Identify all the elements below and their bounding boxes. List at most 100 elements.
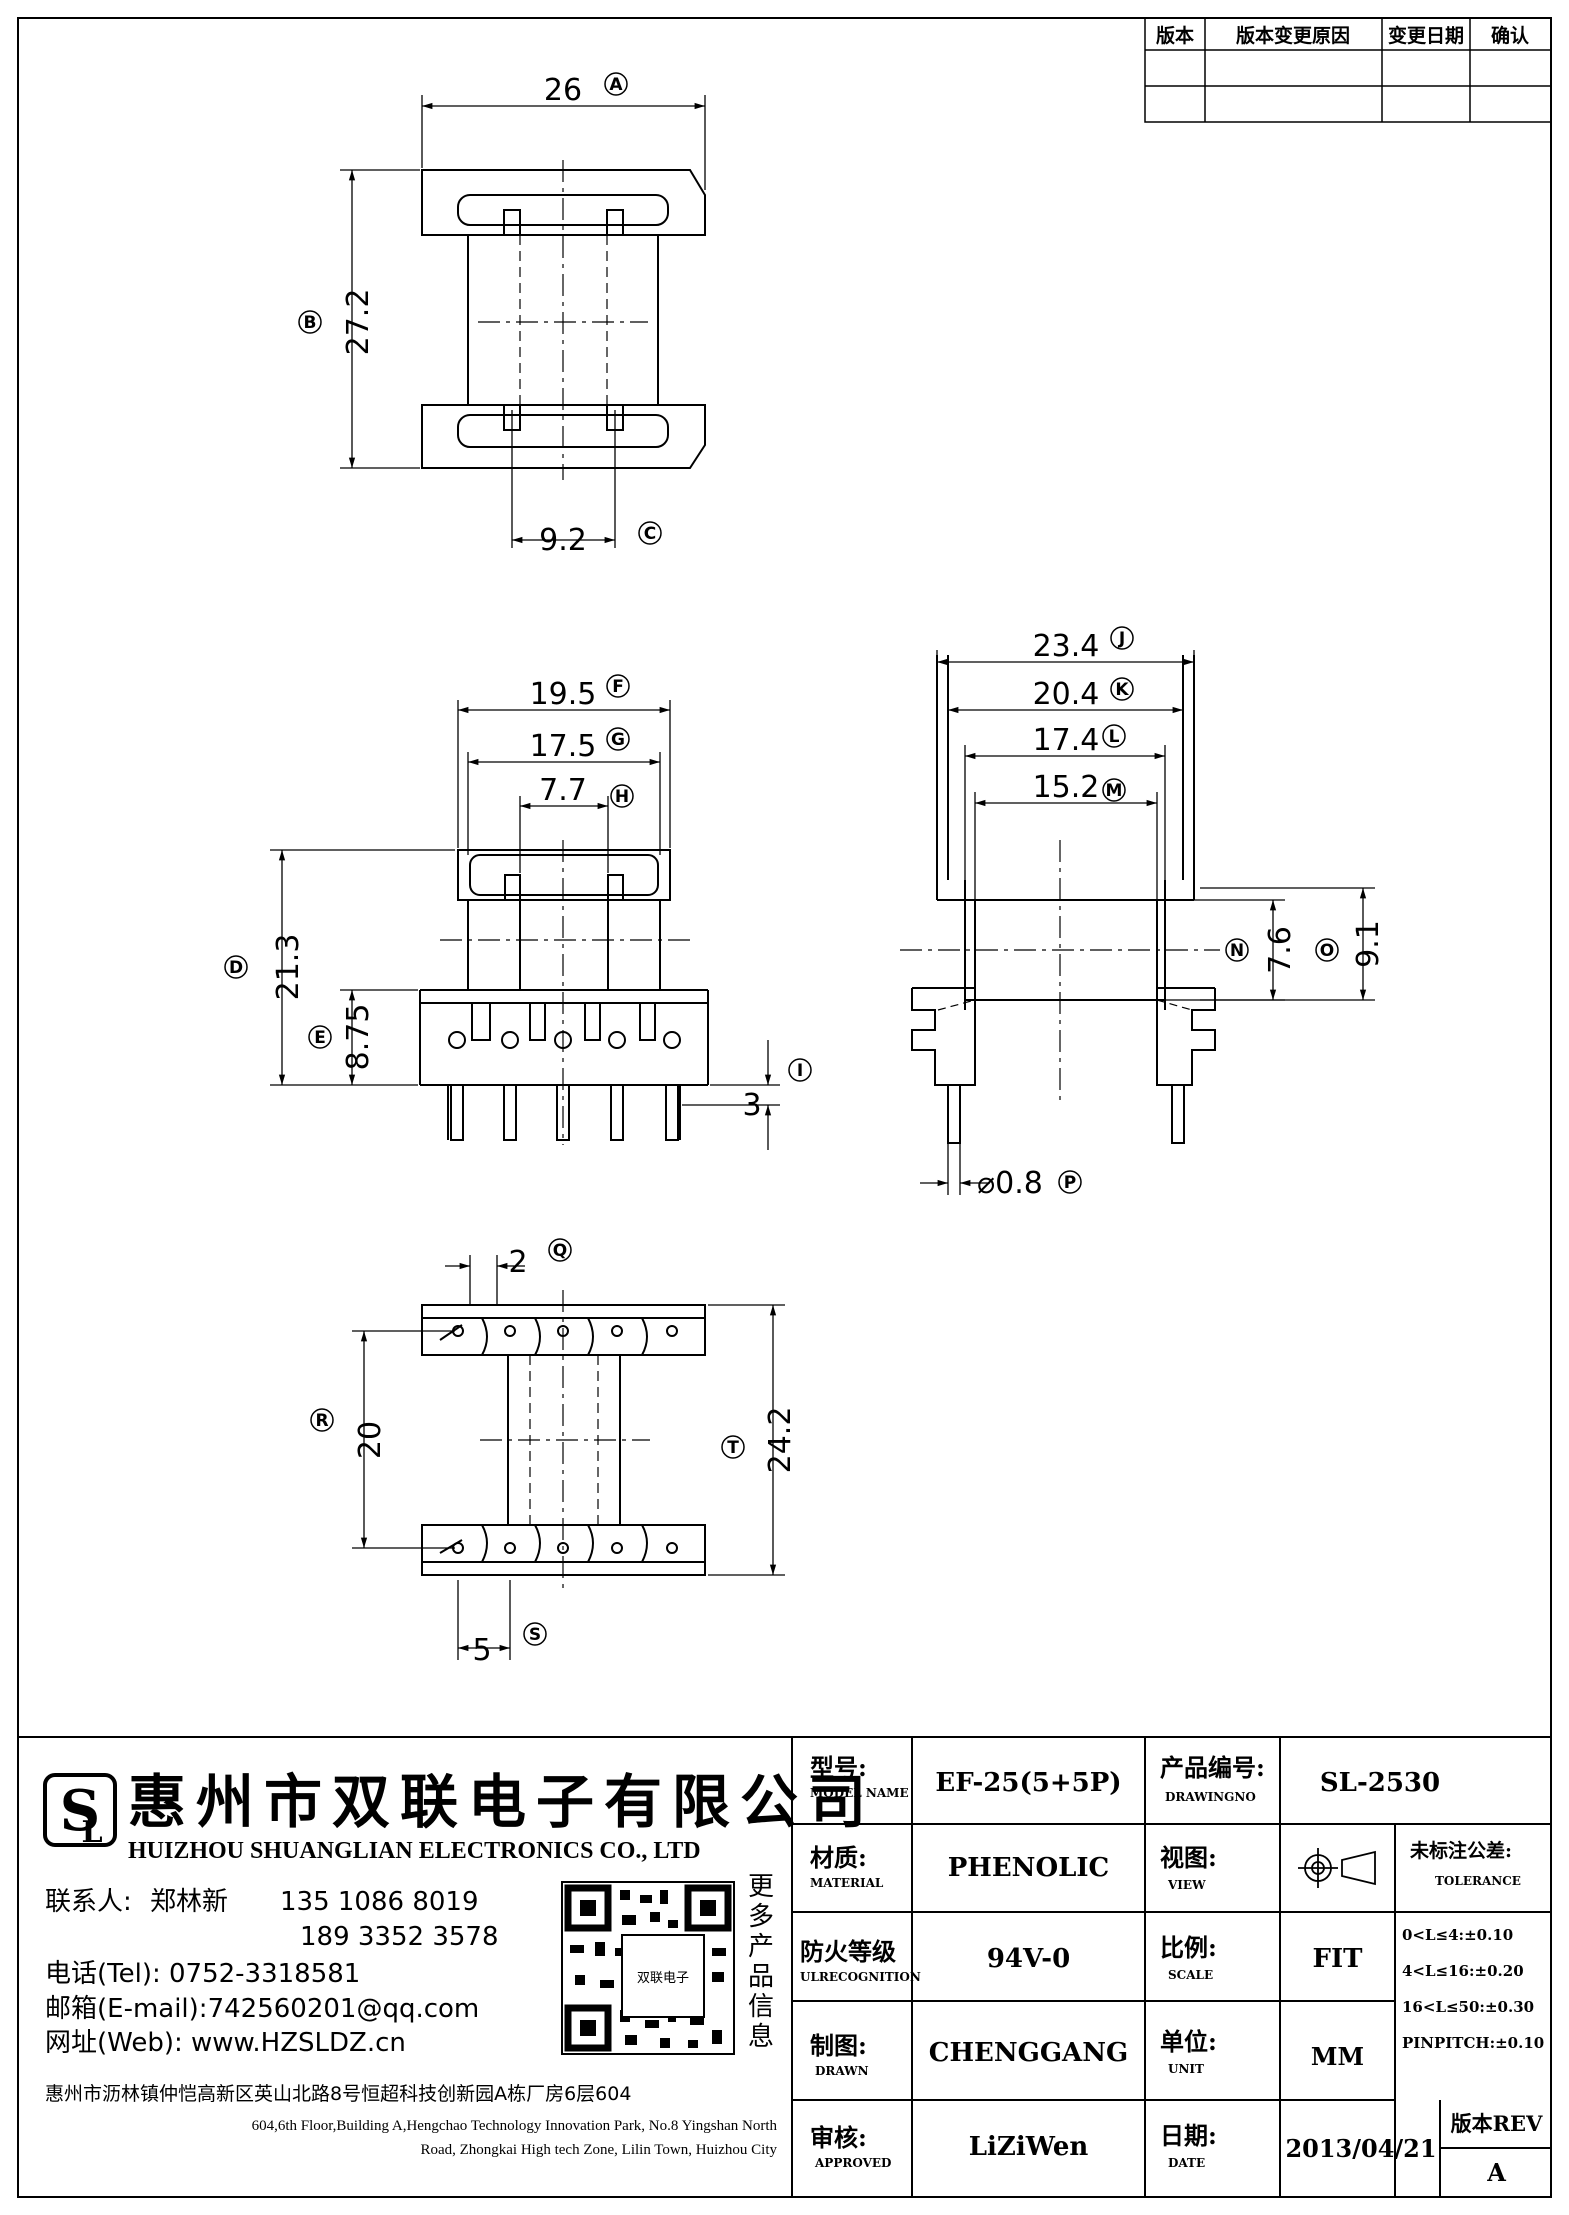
dim-N-value: 7.6 (1263, 926, 1298, 974)
dim-J-value: 23.4 (1033, 629, 1100, 664)
qr-code-icon: 双联电子 (561, 1881, 735, 2055)
approved-label-en: APPROVED (815, 2156, 892, 2170)
flame-label-en: ULRECOGNITION (800, 1970, 921, 1984)
tolerance-label-en: TOLERANCE (1435, 1874, 1521, 1888)
dim-A-value: 26 (544, 73, 582, 108)
title-block-grid (792, 1737, 1551, 2197)
front-view (419, 840, 709, 1145)
material-label-en: MATERIAL (810, 1876, 884, 1890)
label-G-icon: G (606, 727, 630, 751)
svg-text:I: I (797, 1061, 803, 1081)
dim-E-value: 8.75 (341, 1004, 376, 1071)
dim-P-value: ⌀0.8 (977, 1166, 1043, 1201)
approved-value: LiZiWen (968, 2132, 1089, 2162)
label-L-icon: L (1102, 724, 1126, 748)
svg-text:F: F (612, 677, 624, 697)
label-N-icon: N (1225, 938, 1249, 962)
unit-label: 单位: (1160, 2027, 1217, 2056)
label-D-icon: D (224, 955, 248, 979)
rev-label: 版本REV (1450, 2111, 1543, 2136)
svg-text:K: K (1115, 680, 1129, 700)
label-H-icon: H (610, 784, 634, 808)
dim-B-value: 27.2 (341, 289, 376, 356)
dim-I-value: 3 (742, 1088, 761, 1123)
dim-R-value: 20 (353, 1421, 388, 1459)
label-M-icon: M (1102, 778, 1126, 802)
label-S-icon: S (523, 1622, 547, 1646)
contact-phone-1: 135 1086 8019 (280, 1887, 479, 1917)
svg-text:双联电子: 双联电子 (637, 1971, 689, 1986)
dim-G-value: 17.5 (530, 729, 597, 764)
svg-text:N: N (1230, 941, 1244, 961)
revision-table (1144, 17, 1552, 123)
tolerance-row-1: 0<L≤4:±0.10 (1402, 1926, 1514, 1944)
approved-label: 审核: (810, 2123, 867, 2152)
svg-text:D: D (229, 958, 243, 978)
svg-text:T: T (727, 1438, 739, 1458)
flame-value: 94V-0 (986, 1944, 1071, 1974)
label-K-icon: K (1110, 677, 1134, 701)
dim-Q-value: 2 (508, 1245, 527, 1280)
model-value: EF-25(5+5P) (935, 1768, 1122, 1798)
rev-header-reason: 版本变更原因 (1236, 24, 1350, 47)
svg-text:E: E (314, 1028, 326, 1048)
date-label-en: DATE (1168, 2156, 1206, 2170)
view-projection-icon (1298, 1848, 1376, 1888)
dim-S-value: 5 (472, 1633, 491, 1668)
svg-text:J: J (1118, 629, 1125, 649)
drawn-label-en: DRAWN (815, 2064, 869, 2078)
dim-O-value: 9.1 (1351, 920, 1386, 968)
contact-phone-2: 189 3352 3578 (300, 1922, 499, 1952)
dim-M-value: 15.2 (1033, 770, 1100, 805)
sheet-border (17, 17, 1552, 2198)
label-O-icon: O (1315, 938, 1339, 962)
label-R-icon: R (310, 1408, 334, 1432)
material-label: 材质: (810, 1843, 867, 1872)
contact-tel: 电话(Tel): 0752-3318581 (45, 1959, 360, 1989)
unit-value: MM (1310, 2042, 1365, 2071)
model-label: 型号: (810, 1753, 867, 1782)
svg-text:H: H (615, 787, 629, 807)
drawn-value: CHENGGANG (928, 2038, 1129, 2068)
tolerance-label: 未标注公差: (1410, 1840, 1513, 1862)
label-F-icon: F (606, 674, 630, 698)
svg-text:A: A (609, 75, 623, 95)
svg-text:L: L (81, 1815, 102, 1850)
dim-K-value: 20.4 (1033, 677, 1100, 712)
contact-email: 邮箱(E-mail):742560201@qq.com (45, 1994, 479, 2024)
svg-text:P: P (1064, 1173, 1076, 1193)
bottom-view (421, 1290, 706, 1590)
svg-text:S: S (529, 1625, 541, 1645)
view-label-en: VIEW (1168, 1878, 1206, 1892)
drawing-label-en: DRAWINGNO (1165, 1790, 1256, 1804)
company-logo-icon: S L (43, 1773, 117, 1850)
unit-label-en: UNIT (1168, 2062, 1204, 2076)
company-name-en: HUIZHOU SHUANGLIAN ELECTRONICS CO., LTD (128, 1838, 701, 1864)
address-en-1: 604,6th Floor,Building A,Hengchao Techno… (252, 2118, 778, 2134)
label-Q-icon: Q (548, 1238, 572, 1262)
drawing-label: 产品编号: (1160, 1753, 1265, 1782)
rev-value: A (1487, 2158, 1506, 2187)
label-I-icon: I (788, 1058, 812, 1082)
svg-text:B: B (304, 313, 317, 333)
tolerance-row-2: 4<L≤16:±0.20 (1402, 1962, 1524, 1980)
flame-label: 防火等级 (800, 1937, 896, 1966)
scale-label: 比例: (1160, 1933, 1217, 1962)
contact-web: 网址(Web): www.HZSLDZ.cn (45, 2028, 406, 2058)
dim-D-value: 21.3 (271, 934, 306, 1001)
svg-text:S: S (60, 1778, 100, 1844)
address-cn: 惠州市沥林镇仲恺高新区英山北路8号恒超科技创新园A栋厂房6层604 (45, 2083, 631, 2105)
svg-text:M: M (1106, 781, 1123, 801)
date-label: 日期: (1160, 2121, 1217, 2150)
scale-value: FIT (1312, 1944, 1363, 1974)
label-C-icon: C (638, 521, 662, 545)
scale-label-en: SCALE (1168, 1968, 1214, 1982)
label-B-icon: B (298, 310, 322, 334)
dim-F-value: 19.5 (530, 677, 597, 712)
label-T-icon: T (721, 1435, 745, 1459)
more-info-label: 更多产 品信息 (748, 1872, 782, 2052)
svg-text:Q: Q (553, 1241, 567, 1261)
label-E-icon: E (308, 1025, 332, 1049)
